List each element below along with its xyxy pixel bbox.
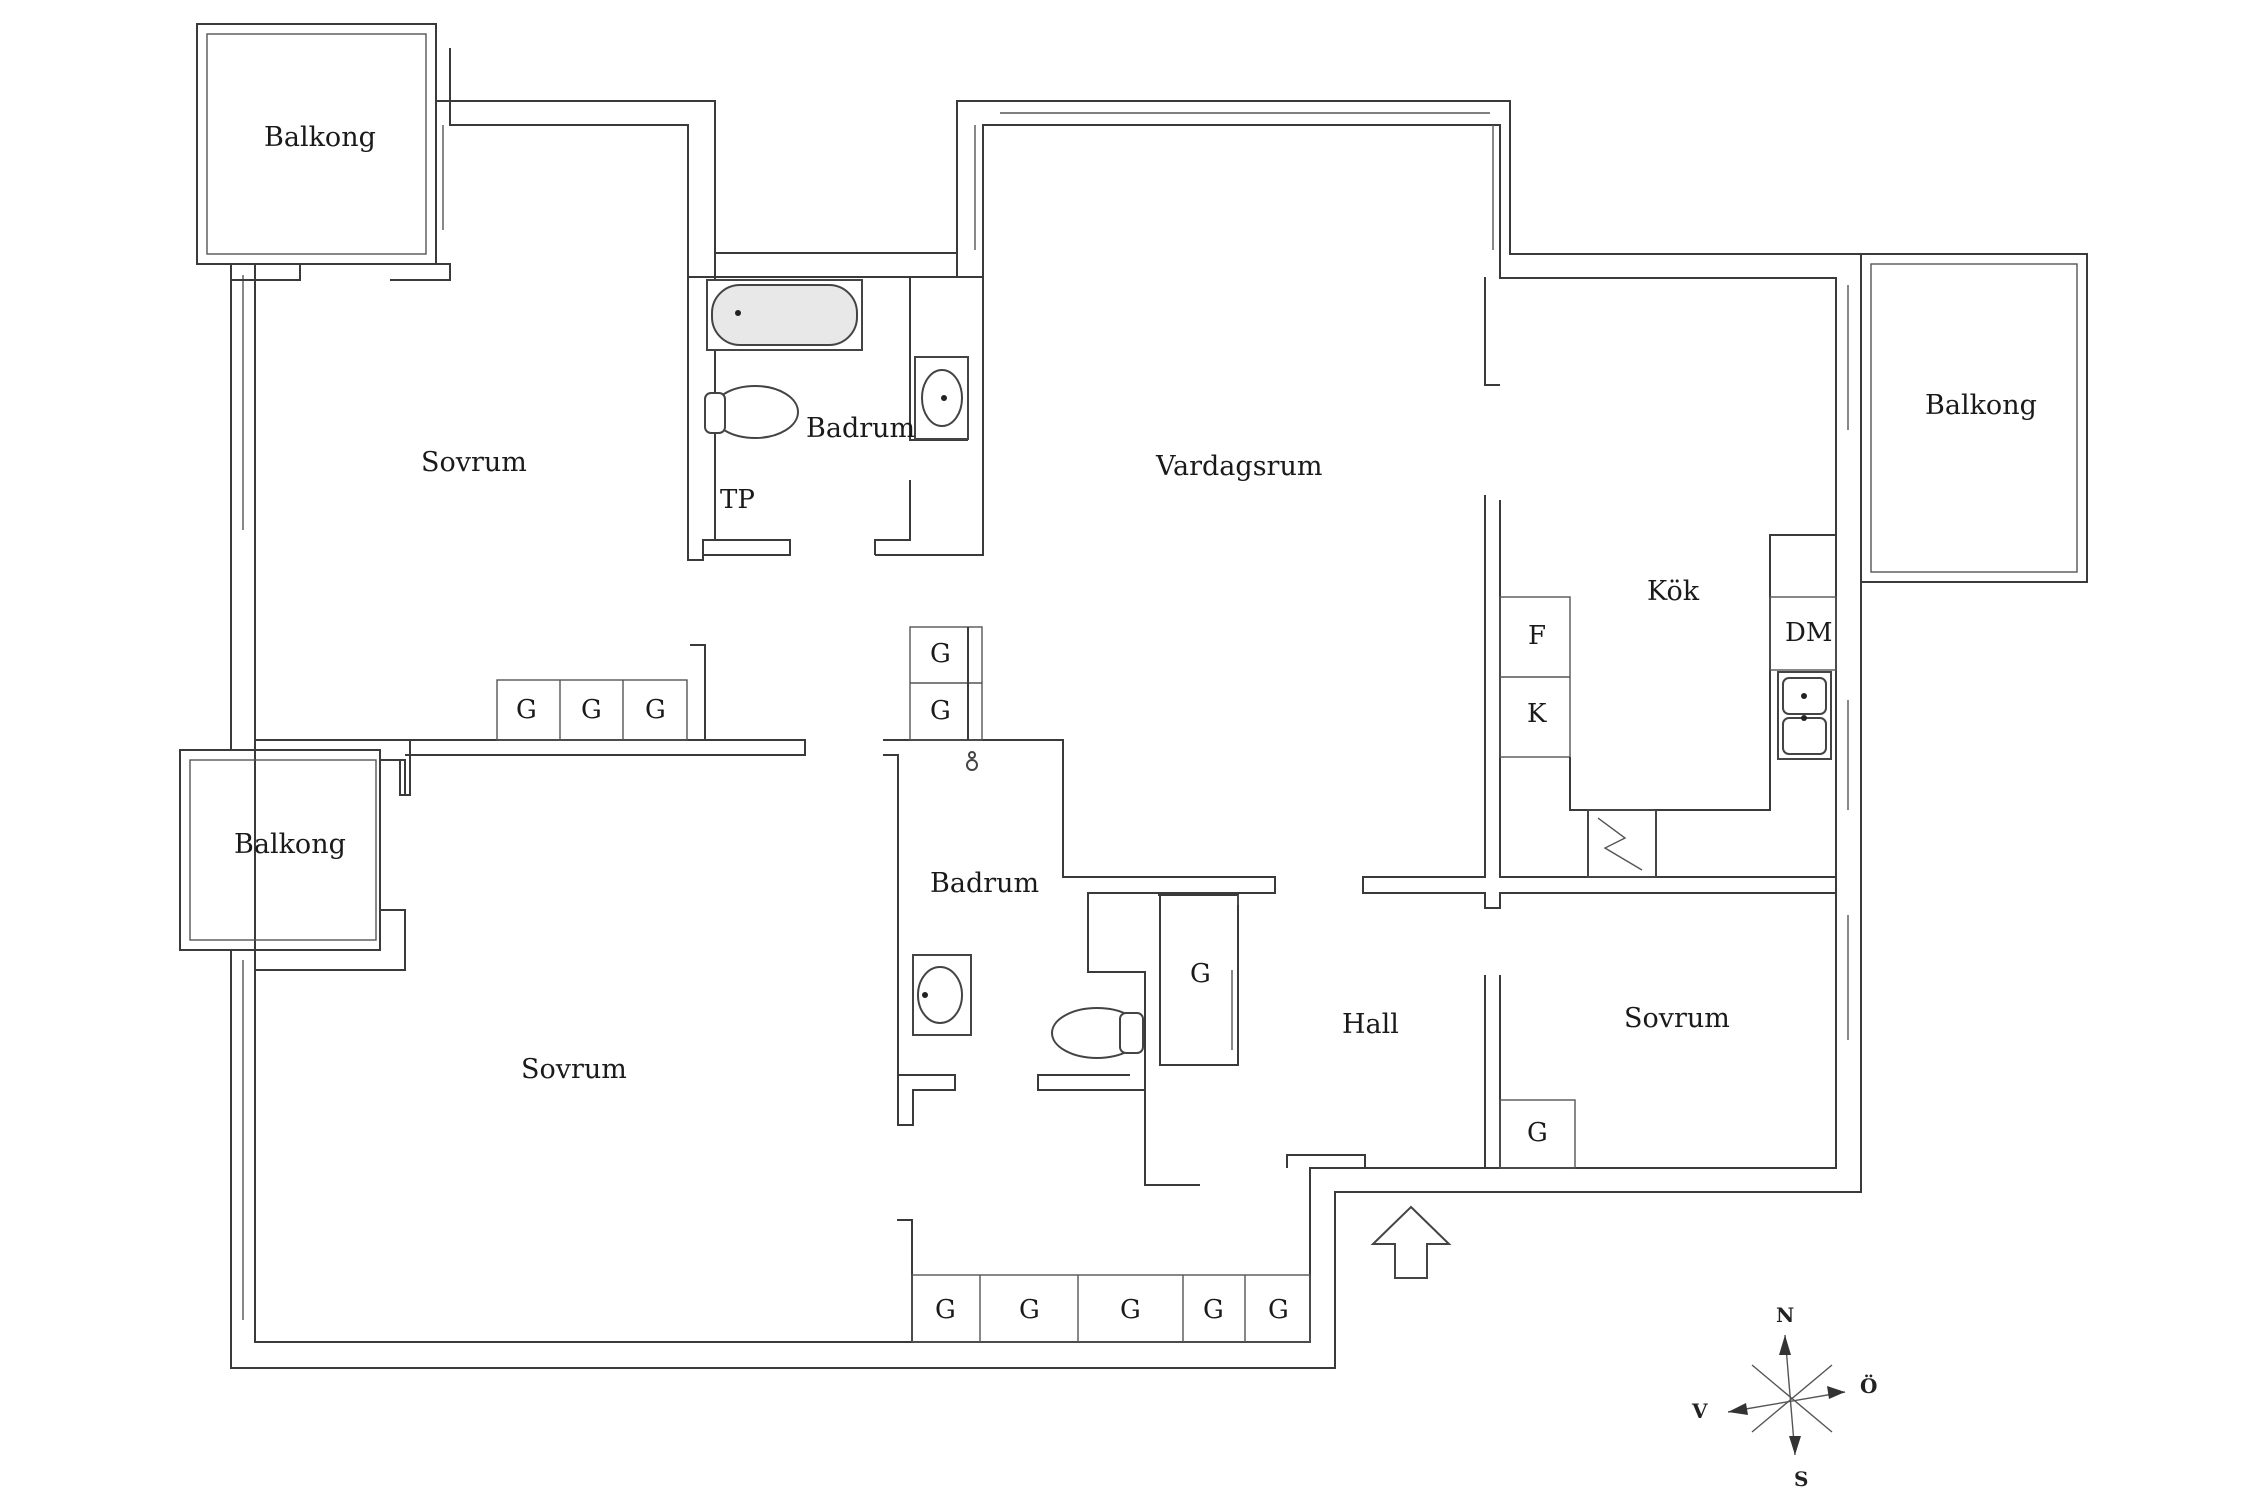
bathtub-icon <box>706 279 863 351</box>
toilet-icon <box>1051 1007 1144 1059</box>
room-label-balkong-e: Balkong <box>1925 390 2037 421</box>
balcony-w <box>179 749 381 951</box>
toilet-icon <box>704 385 799 439</box>
compass-icon: N Ö S V <box>1691 1303 1877 1491</box>
label-g: G <box>1527 1118 1548 1148</box>
entrance-arrow-icon <box>1370 1205 1452 1279</box>
room-label-sovrum-e: Sovrum <box>1624 1003 1730 1034</box>
kitchen-sink-icon <box>1777 671 1832 760</box>
fixture-labels: TP DM F K G G G G G G G G G G G G <box>516 485 1832 1325</box>
label-g: G <box>1203 1295 1224 1325</box>
sink-icon <box>912 954 972 1036</box>
label-dm: DM <box>1785 618 1832 648</box>
compass-north: N <box>1776 1303 1794 1327</box>
label-g: G <box>1019 1295 1040 1325</box>
balcony-e <box>1860 253 2088 583</box>
label-k: K <box>1527 699 1547 729</box>
room-labels: Balkong Sovrum Badrum Vardagsrum Balkong… <box>234 122 2037 1085</box>
windows <box>242 112 1849 1320</box>
room-label-sovrum-sw: Sovrum <box>521 1054 627 1085</box>
label-g: G <box>516 695 537 725</box>
room-label-balkong-nw: Balkong <box>264 122 376 153</box>
label-g: G <box>1190 959 1211 989</box>
label-g: G <box>930 696 951 726</box>
stove-icon <box>1587 809 1657 878</box>
label-g: G <box>581 695 602 725</box>
label-g: G <box>645 695 666 725</box>
room-label-balkong-w: Balkong <box>234 829 346 860</box>
balcony-nw <box>196 23 437 265</box>
door-icon <box>1231 895 1239 1050</box>
label-f: F <box>1528 621 1546 651</box>
compass-south: S <box>1794 1467 1808 1491</box>
compass-east: Ö <box>1860 1373 1877 1398</box>
room-label-badrum-n: Badrum <box>806 413 915 444</box>
compass-west: V <box>1691 1399 1708 1423</box>
drain-icon <box>966 751 978 771</box>
room-label-sovrum-nw: Sovrum <box>421 447 527 478</box>
label-tp: TP <box>720 485 755 515</box>
label-g: G <box>930 639 951 669</box>
label-g: G <box>935 1295 956 1325</box>
room-label-kok: Kök <box>1647 576 1700 607</box>
label-g: G <box>1120 1295 1141 1325</box>
room-label-hall: Hall <box>1342 1009 1399 1040</box>
room-label-vardagsrum: Vardagsrum <box>1155 451 1322 482</box>
interior-walls <box>231 101 1837 1343</box>
label-g: G <box>1268 1295 1289 1325</box>
sink-icon <box>914 356 969 440</box>
room-label-badrum-c: Badrum <box>930 868 1039 899</box>
